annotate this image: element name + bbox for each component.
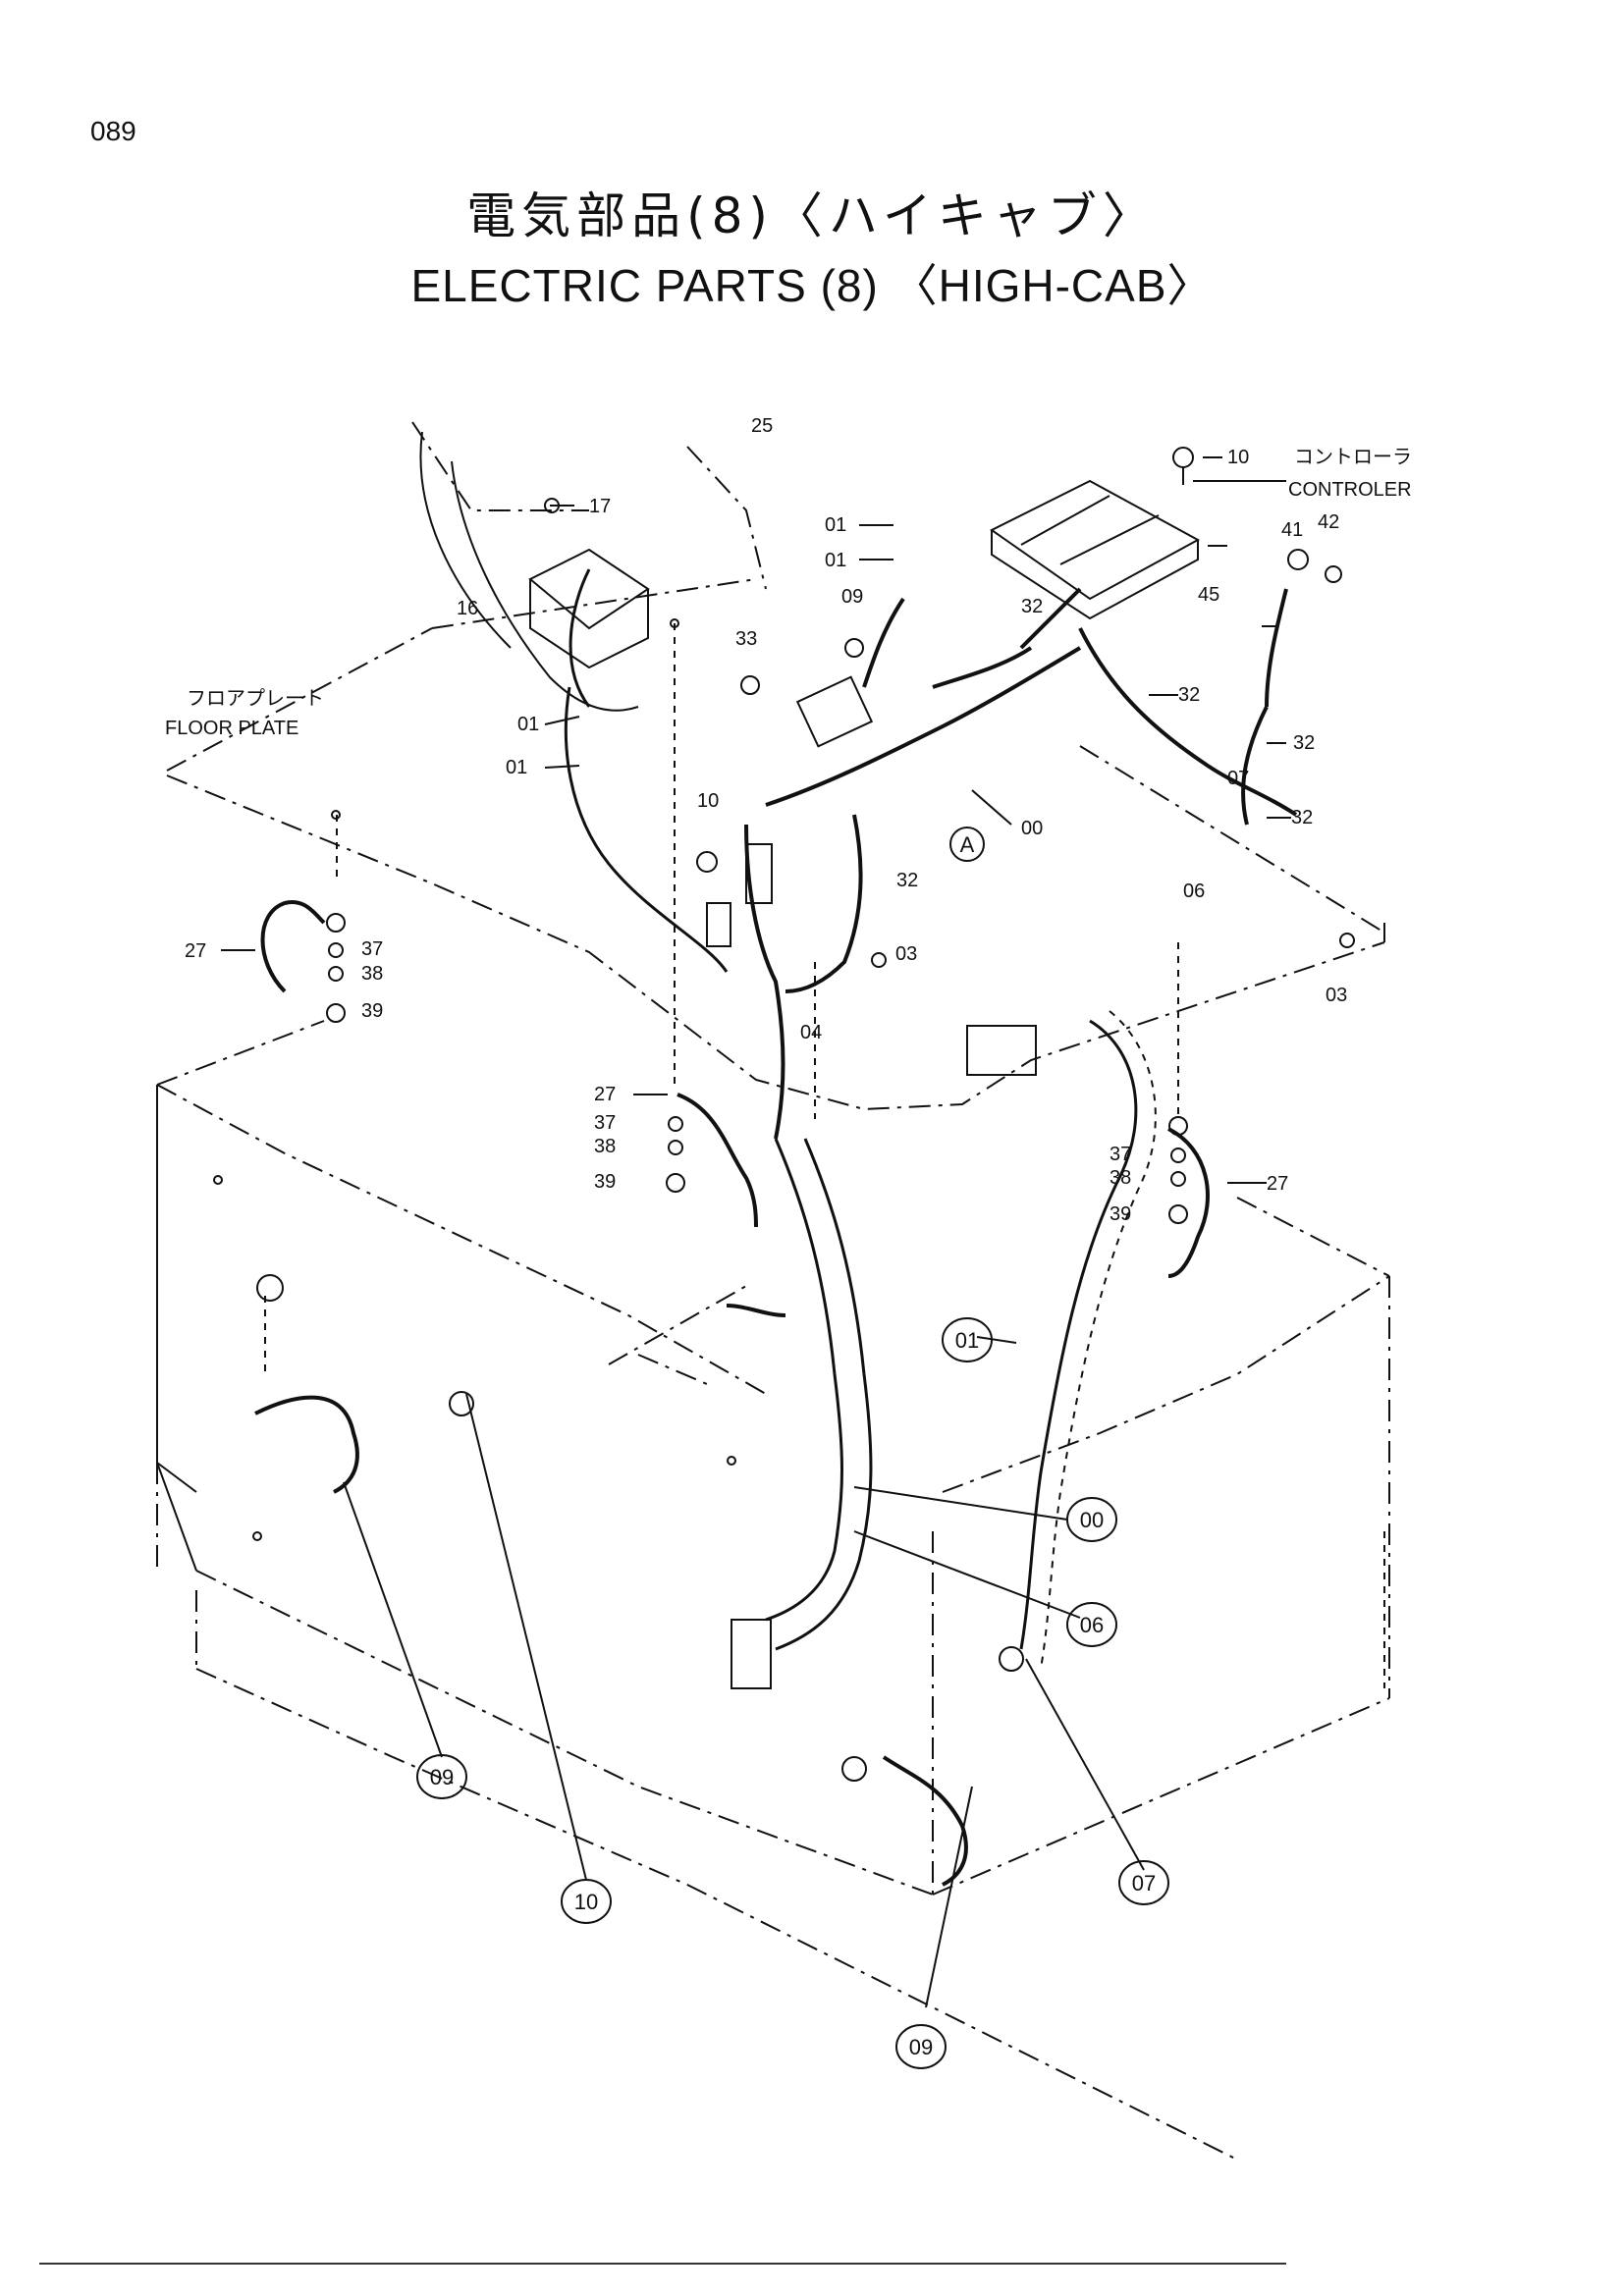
part-label-41: 41: [1281, 519, 1303, 541]
frame-box-outline: [156, 1020, 1390, 2161]
part-label-37-mid: 37: [594, 1112, 616, 1134]
circled-callout-10: 10: [561, 1879, 612, 1924]
fastener-symbols: [213, 447, 1355, 1782]
circled-callout-07-label: 07: [1132, 1871, 1156, 1896]
page-number: 089: [90, 116, 136, 146]
part-label-45: 45: [1198, 584, 1219, 606]
circled-callout-09-bottom: 09: [895, 2024, 947, 2069]
part-label-01-a: 01: [825, 514, 846, 536]
part-label-38-mid: 38: [594, 1136, 616, 1157]
part-label-04: 04: [800, 1022, 822, 1043]
part-label-38-right: 38: [1110, 1167, 1131, 1189]
view-marker-a-label: A: [960, 832, 975, 857]
circled-callout-09-left-label: 09: [430, 1765, 454, 1789]
circled-callout-06-label: 06: [1080, 1613, 1104, 1637]
part-label-03-b: 03: [1326, 985, 1347, 1006]
floor-plate-label-en: FLOOR PLATE: [165, 718, 298, 739]
part-label-39-mid: 39: [594, 1171, 616, 1193]
footer-rule: [39, 2263, 1286, 2265]
part-label-01-b: 01: [825, 550, 846, 571]
controller-unit: [990, 479, 1201, 620]
part-label-07: 07: [1227, 768, 1249, 789]
part-label-38-left: 38: [361, 963, 383, 985]
controller-label-en: CONTROLER: [1288, 479, 1412, 501]
part-label-06: 06: [1183, 881, 1205, 902]
circled-callout-10-label: 10: [574, 1890, 598, 1914]
view-marker-a: A: [949, 827, 985, 862]
circled-callout-01: 01: [942, 1317, 993, 1362]
part-label-32-c: 32: [1293, 732, 1315, 754]
part-label-01-d: 01: [506, 757, 527, 778]
part-label-33: 33: [735, 628, 757, 650]
relay-block: [706, 675, 1037, 1689]
part-label-39-left: 39: [361, 1000, 383, 1022]
part-label-03-a: 03: [895, 943, 917, 965]
controller-label-jp: コントローラ: [1294, 445, 1412, 468]
part-labels: 25 10 17 16 01 01 01 01 09 33 32 32 32 3…: [185, 415, 1347, 1225]
part-label-00: 00: [1021, 818, 1043, 839]
page-title-english: ELECTRIC PARTS (8) 〈HIGH-CAB〉: [410, 260, 1214, 311]
page-title-japanese: 電気部品(8)〈ハイキャブ〉: [466, 187, 1158, 244]
part-label-37-left: 37: [361, 938, 383, 960]
part-label-27-left: 27: [185, 940, 206, 962]
circled-callout-00: 00: [1066, 1497, 1117, 1542]
long-harness-01: [1019, 1010, 1157, 1670]
callout-leaders: [343, 1336, 1145, 2008]
circled-callout-09-bottom-label: 09: [909, 2035, 933, 2059]
part-label-01-c: 01: [517, 714, 539, 735]
main-harness: [564, 568, 1298, 1651]
part-label-42: 42: [1318, 511, 1339, 533]
floor-plate-label-jp: フロアプレート: [187, 686, 324, 710]
part-label-32-b: 32: [1178, 684, 1200, 706]
part-label-39-right: 39: [1110, 1203, 1131, 1225]
part-label-32-e: 32: [896, 870, 918, 891]
circled-callout-01-label: 01: [955, 1328, 979, 1353]
part-label-27-right: 27: [1267, 1173, 1288, 1195]
circled-callout-06: 06: [1066, 1602, 1117, 1647]
label-leaders: [221, 456, 1291, 1184]
part-label-16: 16: [457, 598, 478, 619]
circled-callout-09-left: 09: [416, 1754, 467, 1799]
upper-component-16: [419, 431, 650, 712]
part-label-32-d: 32: [1291, 807, 1313, 828]
part-label-32-a: 32: [1021, 596, 1043, 617]
circled-callout-07: 07: [1118, 1860, 1169, 1905]
circled-callout-00-label: 00: [1080, 1508, 1104, 1532]
part-label-17: 17: [589, 496, 611, 517]
part-label-25: 25: [751, 415, 773, 437]
part-label-10-top: 10: [1227, 447, 1249, 468]
floor-plate-outline: [166, 421, 1385, 1111]
part-label-09: 09: [841, 586, 863, 608]
reference-lines: [264, 623, 1385, 1688]
part-label-10-mid: 10: [697, 790, 719, 812]
part-label-27-mid: 27: [594, 1084, 616, 1105]
ground-straps: [254, 900, 1210, 1887]
part-label-37-right: 37: [1110, 1144, 1131, 1165]
